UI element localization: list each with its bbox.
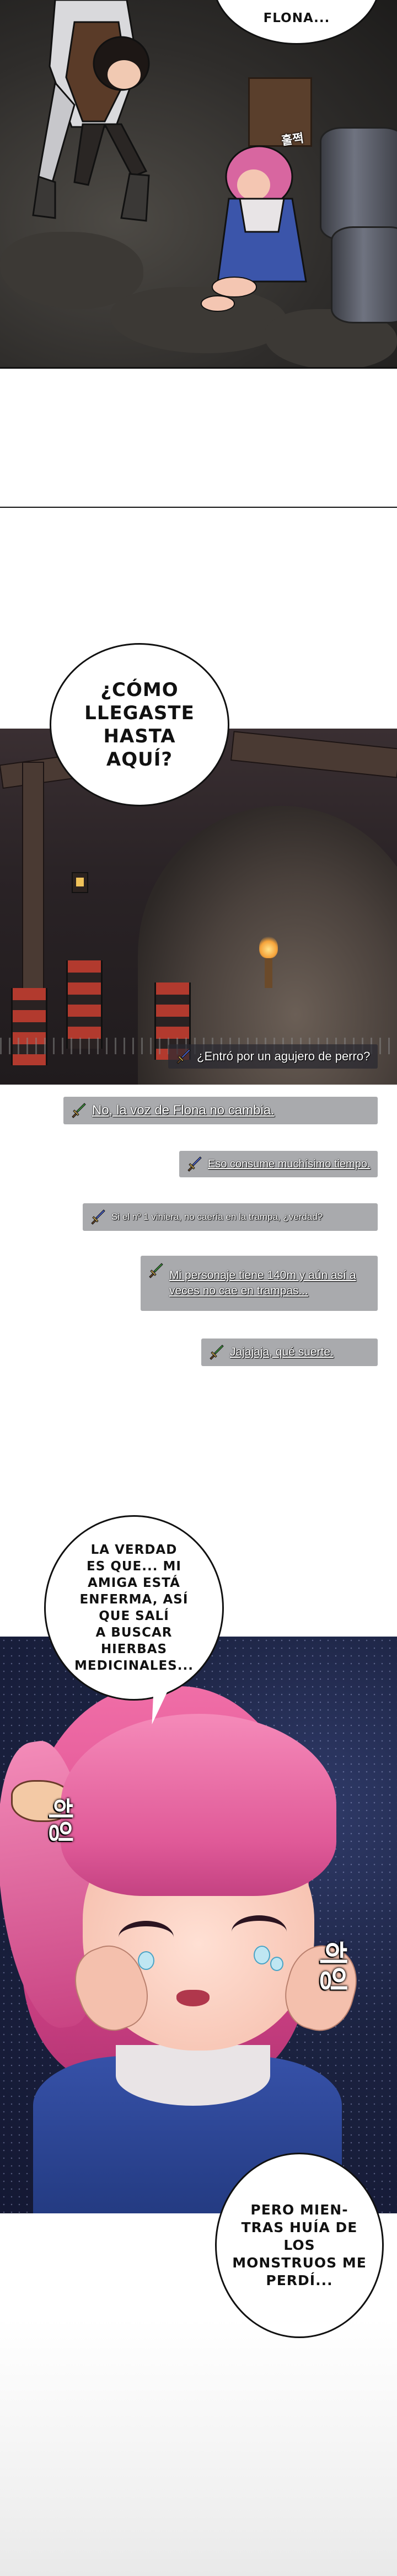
tear-drop — [254, 1946, 270, 1964]
wooden-crate — [248, 77, 312, 147]
chat-text: No, la voz de Flona no cambia. — [92, 1103, 275, 1118]
bubble-line: MEDICINALES... — [74, 1659, 194, 1673]
dungeon-panel: FLONA... 훌쩍 — [0, 0, 397, 367]
green-sword-icon — [149, 1263, 163, 1278]
barrel — [320, 127, 397, 241]
bubble-line: A BUSCAR HIERBAS — [95, 1626, 173, 1656]
bubble-line: AQUÍ? — [106, 748, 173, 771]
boy-figure — [32, 0, 150, 222]
panel-border — [0, 367, 397, 369]
wooden-beam — [230, 731, 397, 778]
chat-message: ¿Entró por un agujero de perro? — [168, 1044, 378, 1069]
speech-bubble-flona: FLONA... — [212, 0, 381, 45]
tear-drop — [270, 1957, 283, 1971]
bangs — [61, 1714, 336, 1896]
chat-text: Mi personaje tiene 140m y aún así a vece… — [169, 1269, 356, 1297]
chat-text: ¿Entró por un agujero de perro? — [197, 1049, 371, 1063]
barrel — [331, 226, 397, 323]
bubble-text: FLONA... — [263, 11, 330, 25]
sob-sound-effect: 히잉 — [45, 1797, 76, 1844]
chat-message: Eso consume muchísimo tiempo. — [179, 1151, 378, 1177]
bubble-line: PERO MIEN- — [250, 2202, 348, 2218]
chat-text: Jajajaja, qué suerte. — [230, 1346, 334, 1358]
bubble-line: LA VERDAD — [90, 1543, 178, 1557]
bubble-line: ENFERMA, ASÍ QUE SALÍ — [79, 1592, 189, 1623]
speech-bubble-question: ¿CÓMO LLEGASTE HASTA AQUÍ? — [50, 643, 229, 806]
chat-message: Jajajaja, qué suerte. — [201, 1339, 378, 1366]
closed-eye — [232, 1915, 287, 1948]
bubble-line: ¿CÓMO — [100, 679, 179, 701]
page-bottom — [0, 2318, 397, 2576]
mouth — [176, 1990, 210, 2006]
collar — [116, 2045, 270, 2106]
floor-rubble — [0, 232, 143, 309]
sob-sound-effect: 훌쩍 — [280, 131, 305, 148]
floor-rubble — [110, 287, 287, 353]
hanging-lamp — [72, 872, 88, 893]
bubble-line: ES QUE... MI AMIGA ESTÁ — [87, 1559, 181, 1590]
chat-message: Si el nº 1 viniera, no caería en la tram… — [83, 1203, 378, 1231]
blue-sword-icon — [91, 1209, 105, 1225]
bubble-line: LLEGASTE HASTA — [84, 702, 195, 747]
bubble-line: TRAS HUÍA DE LOS — [241, 2219, 358, 2253]
striped-pillar — [66, 960, 103, 1049]
chat-text: Eso consume muchísimo tiempo. — [208, 1157, 371, 1170]
sob-sound-effect: 히잉 — [315, 1940, 349, 1993]
bubble-line: MONSTRUOS ME — [232, 2255, 367, 2271]
green-sword-icon — [210, 1345, 224, 1360]
speech-bubble-lost: PERO MIEN- TRAS HUÍA DE LOS MONSTRUOS ME… — [215, 2153, 384, 2338]
chat-text: Si el nº 1 viniera, no caería en la tram… — [111, 1212, 323, 1222]
tunnel-panel — [0, 729, 397, 1085]
tear-drop — [138, 1951, 154, 1970]
blue-sword-icon — [176, 1049, 191, 1064]
bubble-line: PERDÍ... — [266, 2272, 333, 2288]
chat-message: Mi personaje tiene 140m y aún así a vece… — [141, 1256, 378, 1311]
blue-sword-icon — [187, 1156, 202, 1172]
closed-eye — [119, 1921, 174, 1954]
panel-divider — [0, 507, 397, 508]
girl-figure — [201, 145, 307, 312]
crying-girl-panel: 히잉 히잉 — [0, 1637, 397, 2213]
green-sword-icon — [72, 1103, 86, 1118]
speech-bubble-truth: LA VERDAD ES QUE... MI AMIGA ESTÁ ENFERM… — [44, 1515, 224, 1701]
chat-message: No, la voz de Flona no cambia. — [63, 1097, 378, 1124]
torch — [259, 936, 278, 988]
